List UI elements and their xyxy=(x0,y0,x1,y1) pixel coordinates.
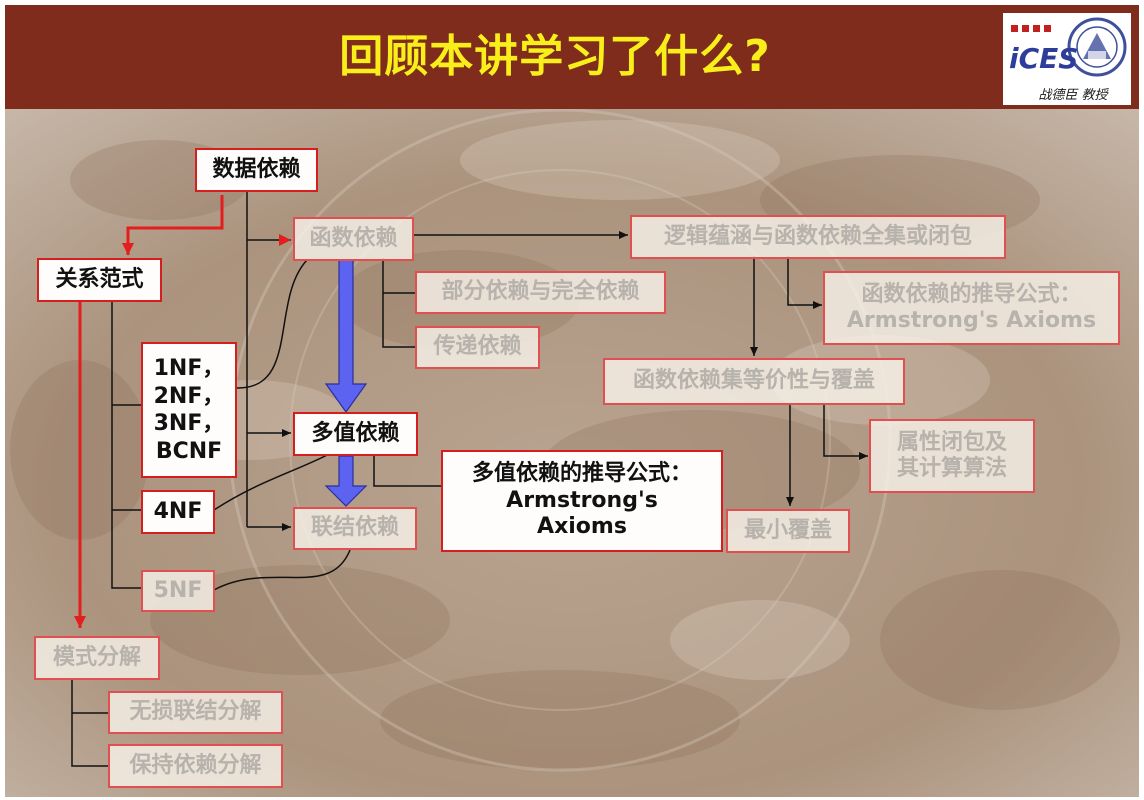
blue-arrows xyxy=(324,259,368,507)
node-logical-implication-closure: 逻辑蕴涵与函数依赖全集或闭包 xyxy=(630,215,1006,259)
slide-title: 回顾本讲学习了什么? xyxy=(339,31,771,82)
nf-2nf: 2NF， xyxy=(153,383,225,409)
node-functional-dependency: 函数依赖 xyxy=(293,217,414,261)
node-4nf: 4NF xyxy=(141,490,215,534)
node-transitive-dependency: 传递依赖 xyxy=(415,326,540,369)
ices-logo: iCES 战德臣 教授 xyxy=(1003,13,1131,105)
nf-3nf: 3NF， xyxy=(153,411,225,436)
node-dependency-preserving-decomposition: 保持依赖分解 xyxy=(108,744,283,788)
node-multivalued-dependency: 多值依赖 xyxy=(293,412,418,456)
logo-wordmark: iCES xyxy=(1009,42,1078,75)
nf-bcnf: BCNF xyxy=(155,438,223,464)
node-minimal-cover: 最小覆盖 xyxy=(726,509,850,553)
logo-caption: 战德臣 教授 xyxy=(1038,88,1108,103)
node-lossless-join-decomposition: 无损联结分解 xyxy=(108,691,283,734)
nf-1nf: 1NF， xyxy=(153,356,225,381)
node-armstrong-fd: 函数依赖的推导公式： Armstrong's Axioms xyxy=(823,271,1120,345)
red-arrow-to-rel-norm xyxy=(122,195,224,255)
node-data-dependency: 数据依赖 xyxy=(195,148,318,192)
node-join-dependency: 联结依赖 xyxy=(293,507,417,550)
node-armstrong-mvd: 多值依赖的推导公式： Armstrong's Axioms xyxy=(441,450,723,552)
node-partial-full-dependency: 部分依赖与完全依赖 xyxy=(415,271,666,314)
node-5nf: 5NF xyxy=(141,570,215,612)
node-schema-decomposition: 模式分解 xyxy=(34,636,160,680)
node-attribute-closure: 属性闭包及 其计算算法 xyxy=(869,419,1035,493)
node-nf-list: 1NF， 2NF， 3NF， BCNF xyxy=(141,342,237,478)
logo-emblem-icon: iCES xyxy=(1003,13,1131,105)
title-bar: 回顾本讲学习了什么? iCES 战德臣 教授 xyxy=(5,5,1139,109)
node-relational-normal-form: 关系范式 xyxy=(37,258,162,302)
node-fd-equivalence-cover: 函数依赖集等价性与覆盖 xyxy=(603,358,905,405)
